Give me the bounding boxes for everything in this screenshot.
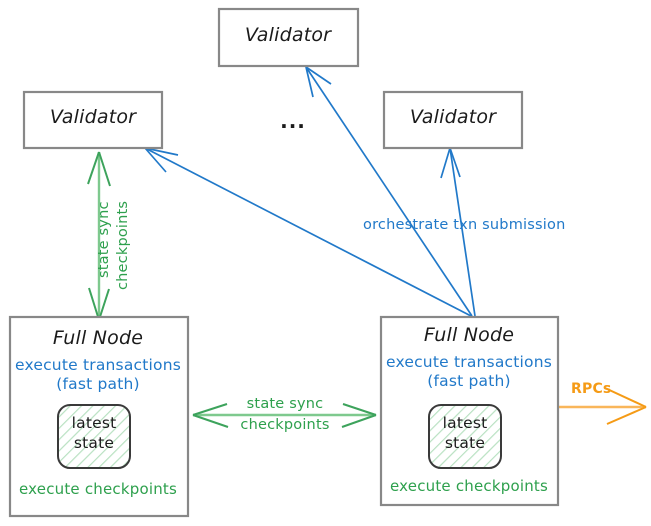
edge-rpcs-arrow xyxy=(558,387,647,425)
orchestrate-txn-submission-label: orchestrate txn submission xyxy=(363,217,566,233)
latest-state-right-line-1: latest xyxy=(442,414,488,432)
full-node-left-title: Full Node xyxy=(52,327,144,349)
full-node-left-blue-line-1: execute transactions xyxy=(14,356,182,374)
full-node-right-blue-line-1: execute transactions xyxy=(385,353,553,371)
latest-state-right-line-2: state xyxy=(444,434,486,452)
full-node-left-green-label: execute checkpoints xyxy=(18,480,178,498)
vertical-state-sync-line2: checkpoints xyxy=(115,200,131,290)
validator-right-box[interactable] xyxy=(382,90,524,150)
validators-ellipsis: ... xyxy=(280,109,306,133)
validator-top-box[interactable] xyxy=(217,7,360,68)
validator-top-label: Validator xyxy=(244,24,332,46)
validator-left-box[interactable] xyxy=(22,90,164,150)
latest-state-right-box[interactable] xyxy=(428,404,502,469)
full-node-right-blue-line-2: (fast path) xyxy=(427,372,511,390)
vertical-state-sync-line1: state sync xyxy=(96,201,112,278)
full-node-left-blue-line-2: (fast path) xyxy=(56,375,140,393)
latest-state-left-line-1: latest xyxy=(71,414,117,432)
edge-vertical-state-sync-arrow xyxy=(87,151,111,321)
validator-right-label: Validator xyxy=(409,106,497,128)
rpcs-label: RPCs xyxy=(571,381,612,397)
full-node-right-green-label: execute checkpoints xyxy=(389,477,549,495)
horizontal-state-sync-line-2: checkpoints xyxy=(240,417,330,433)
latest-state-left-line-2: state xyxy=(73,434,115,452)
edge-orchestrate-txn-submission xyxy=(144,66,476,317)
full-node-right-title: Full Node xyxy=(423,324,515,346)
edge-horizontal-state-sync-arrow xyxy=(192,403,377,428)
latest-state-left-box[interactable] xyxy=(57,404,131,469)
horizontal-state-sync-line-1: state sync xyxy=(246,396,324,412)
validator-left-label: Validator xyxy=(49,106,137,128)
